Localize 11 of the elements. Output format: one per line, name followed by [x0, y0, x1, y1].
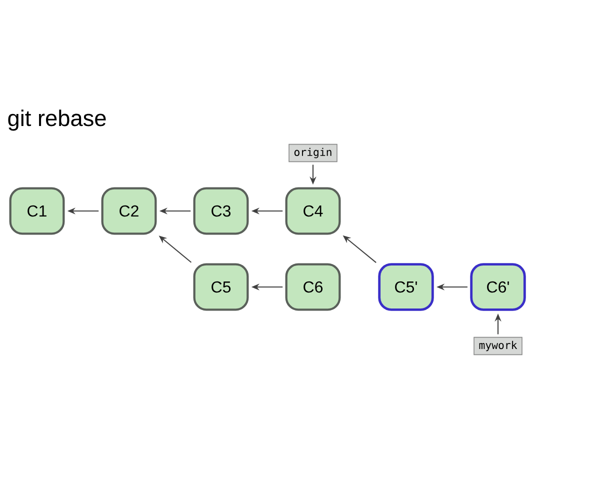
branch-label: origin — [288, 144, 338, 162]
commit-node: C5' — [378, 263, 434, 311]
title: git rebase — [8, 110, 106, 131]
commit-node: C2 — [101, 187, 157, 235]
commit-node: C4 — [285, 187, 341, 235]
branch-label: mywork — [474, 336, 522, 356]
commit-node: C6 — [285, 263, 341, 311]
commit-node: C1 — [9, 187, 65, 235]
commit-node: C6' — [470, 263, 526, 311]
commit-node: C5 — [193, 263, 249, 311]
commit-node: C3 — [193, 187, 249, 235]
